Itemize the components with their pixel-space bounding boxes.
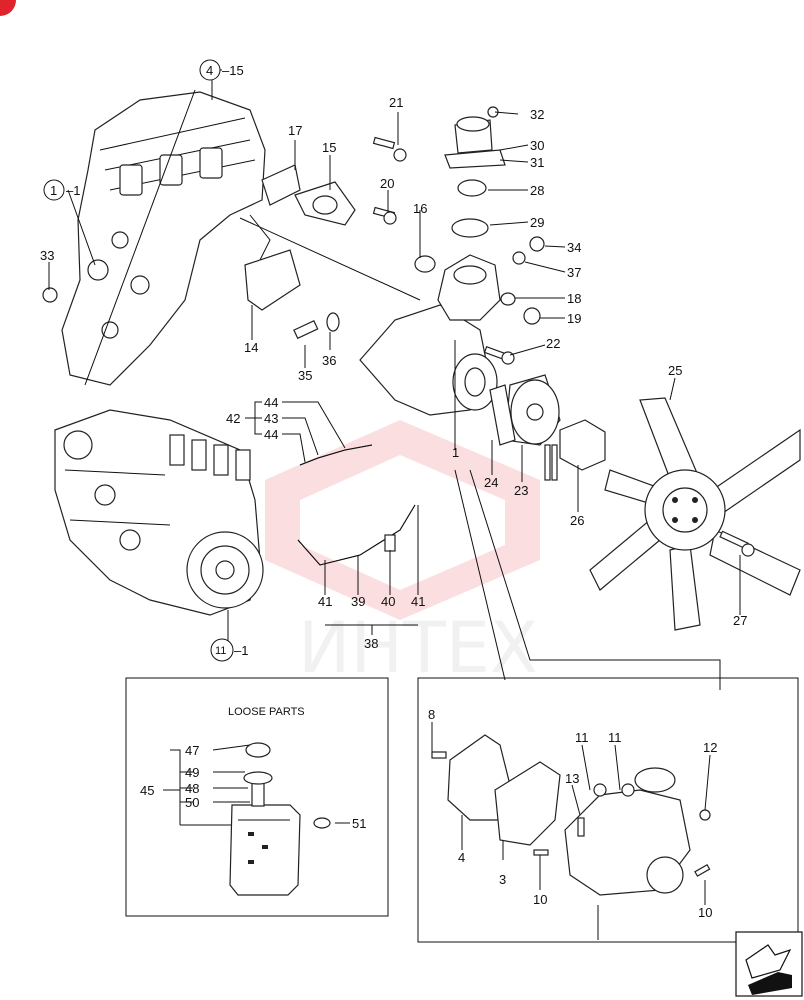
leader-lines: [48, 69, 741, 940]
label-34: 34: [567, 240, 581, 255]
label-45: 45: [140, 783, 154, 798]
label-26: 26: [570, 513, 584, 528]
label-31: 31: [530, 155, 544, 170]
label-33: 33: [40, 248, 54, 263]
svg-text:–1: –1: [66, 183, 80, 198]
svg-text:4: 4: [206, 63, 213, 78]
next-page-arrow-icon[interactable]: [735, 931, 803, 997]
label-1: 1: [452, 445, 459, 460]
label-10b: 10: [698, 905, 712, 920]
svg-text:–1: –1: [234, 643, 248, 658]
thermostat-housing: [414, 106, 545, 325]
label-42: 42: [226, 411, 240, 426]
part-labels: 21 32 17 30 15 31 20 28 16 29 34 33 37 1…: [40, 95, 747, 920]
loose-parts-title: LOOSE PARTS: [228, 706, 305, 718]
label-43: 43: [264, 411, 278, 426]
cylinder-block: [61, 89, 421, 386]
gasket-3: [494, 761, 561, 846]
label-38: 38: [364, 636, 378, 651]
label-4: 4: [458, 850, 465, 865]
label-21: 21: [389, 95, 403, 110]
gaskets-bolts-upper: [42, 136, 755, 557]
water-pump-assembly: [359, 304, 606, 481]
callout-ref-11-1: 11 –1: [210, 638, 248, 662]
label-32: 32: [530, 107, 544, 122]
washer-51: [313, 817, 331, 829]
label-25: 25: [668, 363, 682, 378]
label-50: 50: [185, 795, 199, 810]
injection-pump: [54, 409, 264, 616]
reserve-tank: [229, 742, 301, 896]
label-44a: 44: [264, 395, 278, 410]
label-30: 30: [530, 138, 544, 153]
label-41a: 41: [318, 594, 332, 609]
label-47: 47: [185, 743, 199, 758]
svg-text:–15: –15: [222, 63, 244, 78]
label-15: 15: [322, 140, 336, 155]
label-36: 36: [322, 353, 336, 368]
label-18: 18: [567, 291, 581, 306]
label-44b: 44: [264, 427, 278, 442]
label-28: 28: [530, 183, 544, 198]
svg-text:1: 1: [50, 183, 57, 198]
label-13: 13: [565, 771, 579, 786]
label-49: 49: [185, 765, 199, 780]
label-48: 48: [185, 781, 199, 796]
label-10a: 10: [533, 892, 547, 907]
label-51: 51: [352, 816, 366, 831]
label-41b: 41: [411, 594, 425, 609]
red-circle-icon: [0, 0, 16, 16]
watermark-text: ИНТЕХ: [298, 607, 538, 689]
water-pipes: [297, 444, 416, 566]
label-11a: 11: [575, 730, 589, 745]
callout-ref-4-15: 4 –15: [199, 59, 244, 81]
label-12: 12: [703, 740, 717, 755]
label-17: 17: [288, 123, 302, 138]
label-29: 29: [530, 215, 544, 230]
label-8: 8: [428, 707, 435, 722]
watermark: ИНТЕХ: [265, 420, 540, 689]
label-39: 39: [351, 594, 365, 609]
label-19: 19: [567, 311, 581, 326]
cooling-fan: [589, 397, 801, 631]
label-22: 22: [546, 336, 560, 351]
label-14: 14: [244, 340, 258, 355]
label-3: 3: [499, 872, 506, 887]
label-27: 27: [733, 613, 747, 628]
loose-parts-panel: LOOSE PARTS: [125, 677, 389, 917]
label-40: 40: [381, 594, 395, 609]
label-16: 16: [413, 201, 427, 216]
label-24: 24: [484, 475, 498, 490]
label-20: 20: [380, 176, 394, 191]
label-35: 35: [298, 368, 312, 383]
svg-text:11: 11: [215, 645, 226, 657]
detail-panel: [417, 677, 799, 943]
label-23: 23: [514, 483, 528, 498]
label-37: 37: [567, 265, 581, 280]
callout-ref-1-1: 1 –1: [43, 179, 80, 201]
label-11b: 11: [608, 730, 622, 745]
